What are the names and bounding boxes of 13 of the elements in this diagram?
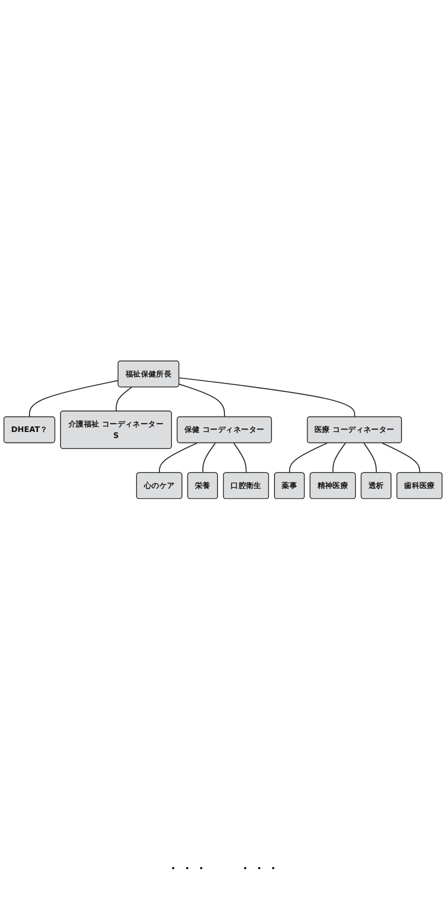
connector: [382, 442, 420, 474]
connector: [178, 378, 356, 418]
connector: [29, 380, 119, 418]
connector: [178, 384, 226, 418]
ellipsis-text: ・・・: [238, 860, 280, 878]
connector: [116, 386, 132, 412]
connector: [202, 442, 216, 474]
connector: [233, 442, 247, 474]
connector: [332, 442, 346, 474]
connector: [363, 442, 377, 474]
connector: [158, 442, 198, 474]
connector: [289, 442, 328, 474]
ellipsis-text: ・・・: [166, 860, 208, 878]
